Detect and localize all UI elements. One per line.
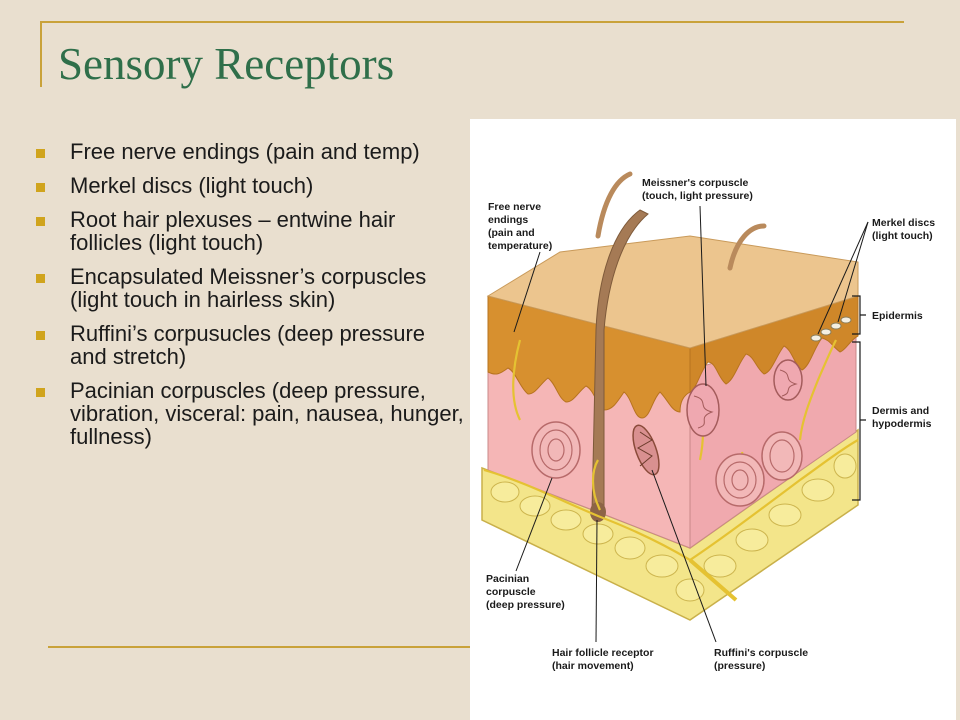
pacinian-corpuscle bbox=[531, 421, 581, 479]
label-merkel-discs: Merkel discs (light touch) bbox=[872, 217, 938, 242]
bullet-marker bbox=[36, 149, 45, 158]
fat-lobule bbox=[550, 509, 582, 531]
label-hair-follicle-receptor: Hair follicle receptor (hair movement) bbox=[552, 647, 656, 672]
bullet-item: Encapsulated Meissner’s corpuscles (ligh… bbox=[34, 265, 464, 311]
bullet-item: Root hair plexuses – entwine hair follic… bbox=[34, 208, 464, 254]
fat-lobule bbox=[645, 554, 679, 578]
merkel-discs bbox=[810, 316, 852, 342]
leader-hair-follicle bbox=[595, 519, 598, 643]
label-line: temperature) bbox=[488, 240, 552, 252]
bullet-marker bbox=[36, 274, 45, 283]
skin-receptor-diagram: Free nerve endings (pain and temperature… bbox=[470, 119, 956, 720]
fat-lobule bbox=[614, 536, 646, 560]
nerve-trunk-cut bbox=[688, 558, 738, 602]
label-pacinian-corpuscle: Pacinian corpuscle (deep pressure) bbox=[486, 573, 565, 611]
top-accent-rule bbox=[40, 21, 904, 23]
free-nerve-ending bbox=[512, 339, 522, 421]
bullet-list: Free nerve endings (pain and temp) Merke… bbox=[34, 140, 464, 459]
leader-pacinian bbox=[515, 477, 553, 572]
label-free-nerve-endings: Free nerve endings (pain and temperature… bbox=[488, 201, 552, 252]
fat-lobule bbox=[768, 503, 802, 527]
label-ruffini-corpuscle: Ruffini's corpuscle (pressure) bbox=[714, 647, 811, 672]
fat-lobule bbox=[675, 578, 705, 602]
bullet-marker bbox=[36, 388, 45, 397]
bullet-text: Encapsulated Meissner’s corpuscles (ligh… bbox=[70, 264, 427, 312]
leader-merkel-2 bbox=[837, 221, 869, 323]
epidermis-bracket bbox=[852, 295, 866, 335]
label-line: Hair follicle receptor bbox=[552, 647, 654, 659]
bottom-accent-rule bbox=[48, 646, 480, 648]
bullet-text: Root hair plexuses – entwine hair follic… bbox=[70, 207, 396, 255]
fat-lobule bbox=[735, 528, 769, 552]
meissner-corpuscle bbox=[773, 359, 803, 401]
fat-lobule bbox=[519, 495, 551, 517]
nerve-trunk bbox=[483, 439, 859, 562]
skin-diagram-svg: Free nerve endings (pain and temperature… bbox=[481, 171, 938, 672]
label-line: (deep pressure) bbox=[486, 599, 565, 611]
bullet-marker bbox=[36, 183, 45, 192]
merkel-disc bbox=[820, 328, 832, 336]
bullet-marker bbox=[36, 217, 45, 226]
merkel-disc bbox=[810, 334, 822, 342]
slide-title: Sensory Receptors bbox=[58, 39, 395, 89]
leader-meissner bbox=[699, 205, 707, 387]
bullet-text: Pacinian corpuscles (deep pressure, vibr… bbox=[70, 378, 464, 449]
label-line: Merkel discs bbox=[872, 217, 935, 229]
bullet-item: Pacinian corpuscles (deep pressure, vibr… bbox=[34, 379, 464, 448]
dermis-bracket bbox=[852, 341, 866, 501]
label-line: Pacinian bbox=[486, 573, 529, 585]
hair-shaft-left bbox=[595, 171, 633, 239]
bullet-item: Merkel discs (light touch) bbox=[34, 174, 464, 197]
label-line: endings bbox=[488, 214, 528, 226]
skin-surface bbox=[486, 235, 859, 349]
merkel-nerve bbox=[798, 339, 837, 441]
label-epidermis: Epidermis bbox=[872, 310, 923, 322]
label-line: (hair movement) bbox=[552, 660, 634, 672]
label-line: (pressure) bbox=[714, 660, 765, 672]
leader-lines bbox=[513, 205, 869, 643]
follicle-nerve bbox=[591, 459, 601, 511]
label-line: Dermis and bbox=[872, 405, 929, 417]
label-meissner-corpuscle: Meissner's corpuscle (touch, light press… bbox=[642, 177, 753, 202]
bullet-text: Ruffini’s corpusucles (deep pressure and… bbox=[70, 321, 426, 369]
hair-shaft-right bbox=[727, 223, 767, 271]
fat-lobule bbox=[801, 478, 835, 502]
left-accent-rule bbox=[40, 21, 42, 87]
label-line: (light touch) bbox=[872, 230, 933, 242]
bullet-marker bbox=[36, 331, 45, 340]
bullet-item: Ruffini’s corpusucles (deep pressure and… bbox=[34, 322, 464, 368]
fat-lobule bbox=[703, 554, 737, 578]
fat-lobules bbox=[490, 453, 857, 602]
merkel-disc bbox=[840, 316, 852, 324]
bullet-text: Merkel discs (light touch) bbox=[70, 173, 314, 198]
fat-lobule bbox=[490, 481, 520, 503]
label-dermis-hypodermis: Dermis and hypodermis bbox=[872, 405, 932, 430]
bullet-item: Free nerve endings (pain and temp) bbox=[34, 140, 464, 163]
fat-lobule bbox=[582, 523, 614, 545]
leader-free-nerve bbox=[513, 251, 541, 333]
fat-lobule bbox=[833, 453, 857, 479]
label-line: (pain and bbox=[488, 227, 535, 239]
label-line: Free nerve bbox=[488, 201, 541, 213]
label-line: hypodermis bbox=[872, 418, 932, 430]
label-line: (touch, light pressure) bbox=[642, 190, 753, 202]
label-line: Ruffini's corpuscle bbox=[714, 647, 808, 659]
leader-merkel-1 bbox=[817, 221, 869, 335]
pacinian-corpuscle bbox=[761, 431, 803, 481]
label-line: corpuscle bbox=[486, 586, 536, 598]
bullet-text: Free nerve endings (pain and temp) bbox=[70, 139, 420, 164]
hair-follicle bbox=[591, 209, 649, 513]
leader-ruffini bbox=[651, 469, 717, 643]
merkel-disc bbox=[830, 322, 842, 330]
meissner-corpuscle bbox=[686, 383, 720, 437]
ruffini-corpuscle bbox=[632, 424, 660, 476]
pacinian-corpuscle bbox=[715, 453, 765, 507]
label-line: Meissner's corpuscle bbox=[642, 177, 749, 189]
label-line: Epidermis bbox=[872, 310, 923, 322]
